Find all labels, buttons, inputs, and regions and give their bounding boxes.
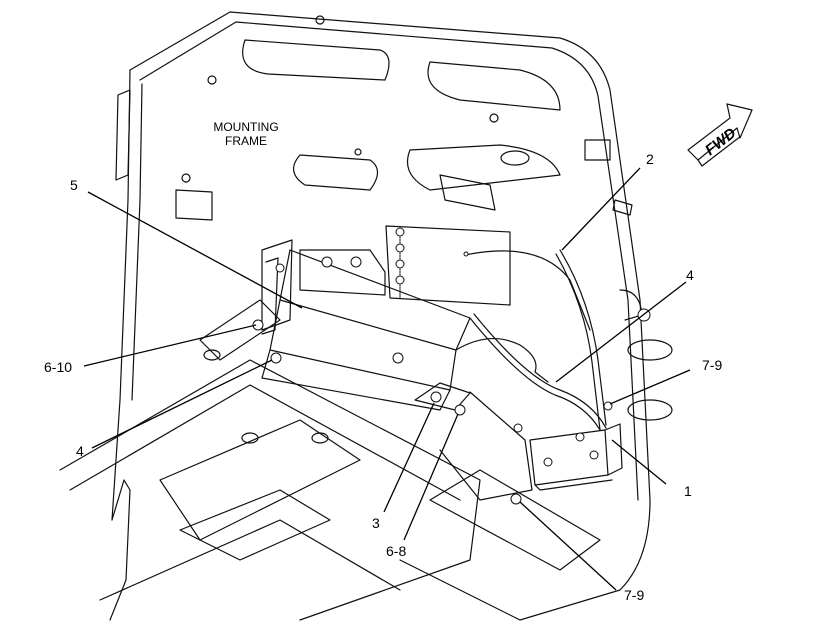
leader-6-8 — [403, 413, 459, 541]
fwd-arrow: FWD — [687, 103, 753, 167]
fwd-label: FWD — [702, 125, 740, 160]
fasteners — [252, 227, 651, 505]
mounting-frame-label-line1: MOUNTING — [213, 120, 279, 134]
leader-7-9-right — [609, 369, 691, 405]
leader-4-right — [555, 281, 687, 383]
callout-6-8: 6-8 — [386, 543, 407, 559]
callout-6-10: 6-10 — [44, 359, 73, 375]
cable — [455, 249, 607, 431]
leader-1 — [611, 439, 667, 485]
leader-7-9-bottom — [519, 501, 617, 591]
callout-1: 1 — [684, 483, 692, 499]
lower-bracket — [414, 382, 623, 501]
leader-6-10 — [83, 324, 257, 367]
callout-4-left: 4 — [76, 443, 84, 459]
callout-5: 5 — [70, 177, 78, 193]
callout-2: 2 — [646, 151, 654, 167]
leader-4-left — [91, 359, 273, 449]
callout-4-right: 4 — [686, 267, 694, 283]
lower-frame — [59, 299, 601, 621]
callout-7-9-right: 7-9 — [702, 357, 723, 373]
callout-3: 3 — [372, 515, 380, 531]
callout-7-9-bottom: 7-9 — [624, 587, 645, 603]
leader-2 — [561, 167, 641, 251]
leader-lines — [83, 167, 691, 591]
mounting-frame-label-line2: FRAME — [225, 134, 267, 148]
leader-3 — [383, 402, 435, 513]
leader-5 — [87, 191, 303, 309]
mounting-frame — [111, 11, 673, 621]
mounting-frame-label: MOUNTING FRAME — [196, 120, 296, 148]
